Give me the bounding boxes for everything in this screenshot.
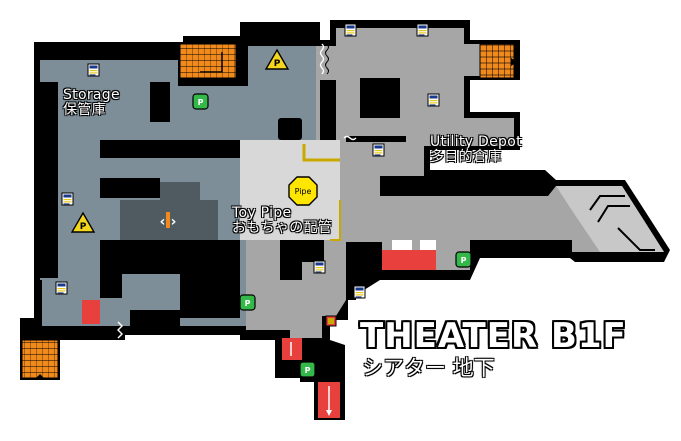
room-label-toy-pipe: Toy Pipe おもちゃの配管: [232, 206, 332, 236]
room-name-jp: 多目的倉庫: [430, 149, 502, 165]
stairs-icon[interactable]: [21, 339, 59, 379]
room-name-en: Utility Depot: [430, 134, 522, 150]
room-label-storage: Storage 保管庫: [63, 88, 120, 118]
door-icon[interactable]: [382, 250, 436, 270]
room-label-utility-depot: Utility Depot 多目的倉庫: [430, 135, 522, 165]
stairs-icon[interactable]: [179, 43, 237, 79]
pipe-icon[interactable]: Pipe: [288, 176, 318, 206]
map-subtitle: シアター 地下: [362, 356, 495, 380]
arrow-icon: [511, 58, 517, 66]
door-marker[interactable]: ‹I›: [148, 208, 188, 234]
room-name-en: Toy Pipe: [232, 205, 292, 221]
save-point-icon[interactable]: [299, 361, 316, 378]
corridor-area: [246, 28, 664, 338]
room-name-en: Storage: [63, 87, 120, 103]
door-icon[interactable]: [282, 338, 302, 360]
save-point-icon[interactable]: [239, 294, 256, 311]
pipe-label: Pipe: [295, 187, 312, 196]
note-icon[interactable]: [87, 63, 100, 77]
note-icon[interactable]: [344, 23, 357, 37]
arrow-icon: [36, 374, 44, 378]
note-icon[interactable]: [372, 143, 385, 157]
note-icon[interactable]: [353, 285, 366, 299]
arrow-icons: [36, 58, 517, 378]
save-point-icon[interactable]: [455, 251, 472, 268]
map-title: THEATER B1F: [360, 316, 627, 356]
interior-walls: [40, 78, 655, 318]
door-icon[interactable]: [82, 300, 100, 324]
note-icon[interactable]: [55, 281, 68, 295]
doors: [82, 240, 436, 418]
room-name-jp: 保管庫: [63, 102, 106, 118]
note-icon[interactable]: [416, 23, 429, 37]
stairs: [21, 43, 515, 379]
note-icon[interactable]: [427, 93, 440, 107]
note-icon[interactable]: [313, 260, 326, 274]
stairs-icon[interactable]: [479, 43, 515, 79]
save-point-icon[interactable]: [192, 93, 209, 110]
room-name-jp: おもちゃの配管: [232, 220, 333, 236]
note-icon[interactable]: [61, 192, 74, 206]
vent-connectors: [117, 43, 357, 339]
